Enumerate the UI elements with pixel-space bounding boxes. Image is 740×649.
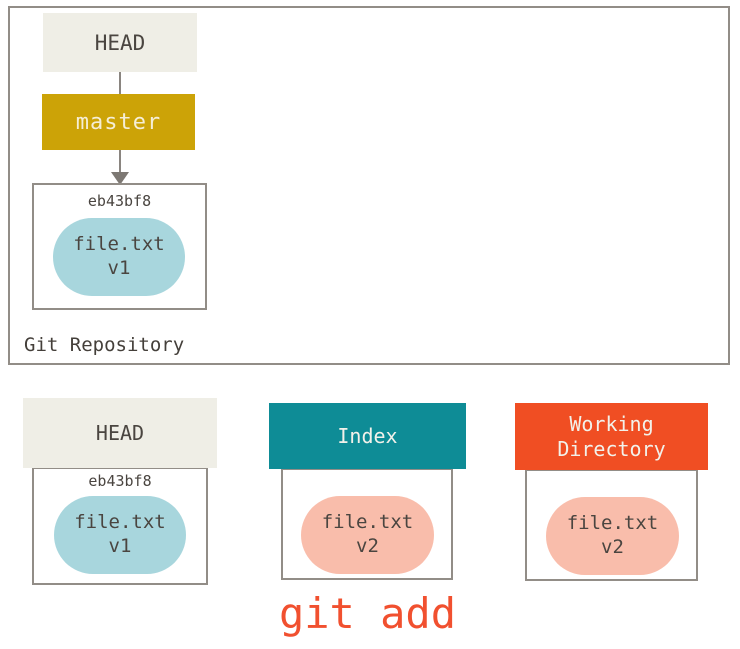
head-to-branch-line — [119, 72, 121, 94]
file-name-label: file.txt — [321, 511, 414, 534]
index-column-box: file.txt v2 — [281, 468, 453, 580]
head-column-header: HEAD — [23, 398, 217, 468]
index-column-title: Index — [337, 423, 398, 448]
index-column-header: Index — [269, 403, 466, 469]
file-version-label: v1 — [108, 535, 132, 557]
git-repository-label: Git Repository — [24, 334, 185, 356]
file-name-label: file.txt — [566, 512, 659, 535]
master-branch-box: master — [42, 94, 195, 150]
master-branch-label: master — [75, 109, 162, 135]
head-ref-label: HEAD — [94, 30, 146, 55]
head-column-title: HEAD — [95, 420, 145, 445]
file-blob-v1: file.txt v1 — [53, 218, 185, 296]
working-directory-column-title: Working Directory — [557, 411, 666, 461]
file-version-label: v1 — [107, 257, 131, 279]
head-column-box: eb43bf8 file.txt v1 — [32, 467, 208, 585]
branch-to-commit-line — [119, 150, 121, 174]
file-version-label: v2 — [356, 535, 379, 557]
git-add-command-label: git add — [278, 589, 456, 638]
file-blob-v1: file.txt v1 — [54, 496, 186, 574]
file-blob-v2: file.txt v2 — [301, 496, 434, 574]
commit-id-label: eb43bf8 — [87, 192, 152, 210]
file-version-label: v2 — [601, 536, 624, 558]
working-directory-column-box: file.txt v2 — [525, 469, 698, 581]
file-name-label: file.txt — [74, 511, 166, 534]
working-directory-column-header: Working Directory — [515, 403, 708, 470]
file-blob-v2: file.txt v2 — [546, 497, 679, 575]
file-name-label: file.txt — [73, 233, 165, 256]
head-ref-box: HEAD — [43, 13, 197, 72]
commit-box: eb43bf8 file.txt v1 — [32, 183, 207, 310]
commit-id-label: eb43bf8 — [88, 472, 152, 490]
arrow-down-icon — [111, 172, 129, 185]
